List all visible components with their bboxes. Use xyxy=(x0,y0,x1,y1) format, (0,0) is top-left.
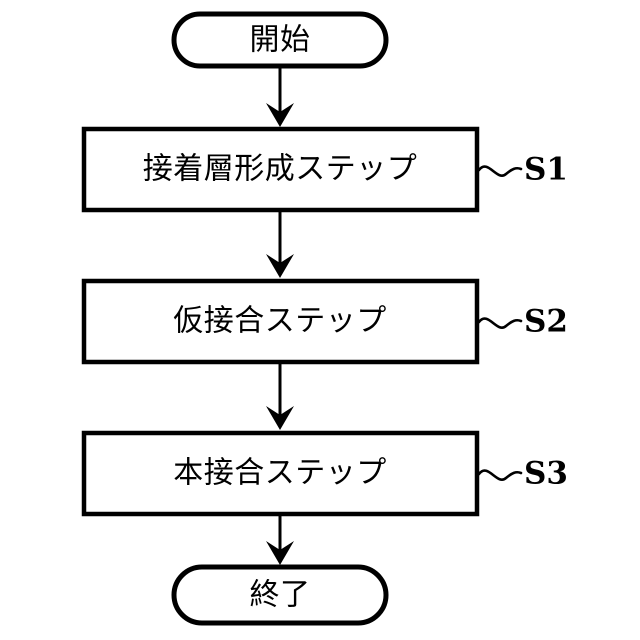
node-s2: 仮接合ステップ xyxy=(81,278,480,365)
s2-shape xyxy=(81,278,480,365)
s3-ref-label: S3 xyxy=(524,456,568,492)
s1-label: 接着層形成ステップ xyxy=(143,152,418,187)
s1-shape xyxy=(81,126,480,213)
arrow-head-icon xyxy=(266,541,294,565)
end-shape xyxy=(171,564,389,626)
edge-s3-to-end xyxy=(266,514,294,565)
leader-squiggle-icon xyxy=(477,469,523,481)
edge-s1-to-s2 xyxy=(266,210,294,278)
arrow-head-icon xyxy=(266,103,294,127)
leader-s3: S3 xyxy=(477,456,568,492)
node-s3: 本接合ステップ xyxy=(81,430,480,517)
s3-label: 本接合ステップ xyxy=(173,456,387,491)
node-s1: 接着層形成ステップ xyxy=(81,126,480,213)
leader-squiggle-icon xyxy=(477,165,523,177)
arrow-head-icon xyxy=(266,406,294,430)
leader-s1: S1 xyxy=(477,152,568,188)
end-label: 終了 xyxy=(250,578,311,613)
start-label: 開始 xyxy=(250,23,311,58)
s2-label: 仮接合ステップ xyxy=(173,304,387,339)
node-end: 終了 xyxy=(171,564,389,626)
arrow-head-icon xyxy=(266,254,294,278)
leader-squiggle-icon xyxy=(477,317,523,329)
s1-ref-label: S1 xyxy=(524,152,568,188)
node-start: 開始 xyxy=(171,11,389,69)
edge-s2-to-s3 xyxy=(266,362,294,430)
edge-start-to-s1 xyxy=(266,66,294,127)
leader-s2: S2 xyxy=(477,304,568,340)
s2-ref-label: S2 xyxy=(524,304,568,340)
